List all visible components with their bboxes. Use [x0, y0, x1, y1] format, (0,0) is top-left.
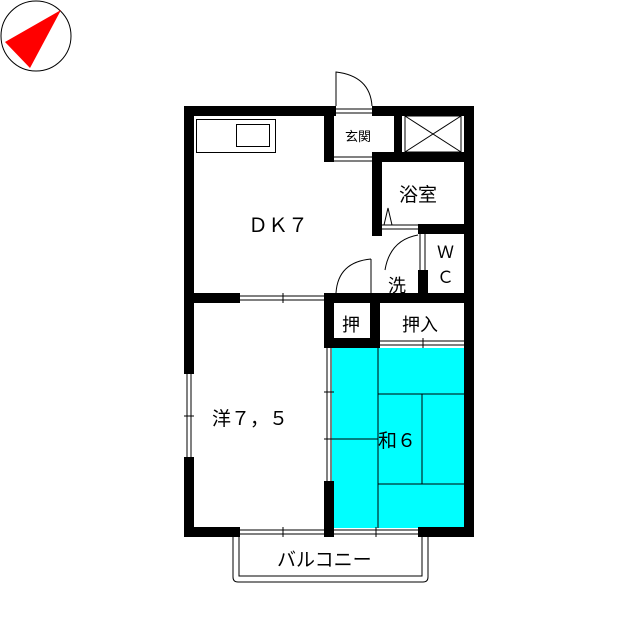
- windows: [184, 108, 464, 537]
- doors: [335, 71, 419, 294]
- tatami-mats: [332, 348, 466, 528]
- room-label-wc-1: Ｗ: [437, 243, 454, 263]
- room-label-japanese: 和６: [378, 430, 416, 452]
- room-label-closet-small: 押: [342, 315, 360, 336]
- compass: [0, 0, 72, 72]
- kitchen-counter: [196, 119, 276, 153]
- room-label-wc-2: Ｃ: [437, 268, 454, 288]
- room-label-closet: 押入: [402, 315, 438, 336]
- room-label-genkan: 玄関: [345, 130, 371, 145]
- room-label-western: 洋７，５: [212, 408, 288, 430]
- walls: [184, 106, 474, 537]
- storage-box: [404, 115, 462, 153]
- balcony: [232, 537, 429, 583]
- room-label-balcony: バルコニー: [277, 549, 372, 571]
- room-label-wash: 洗: [388, 276, 406, 297]
- room-label-dk: ＤＫ７: [248, 213, 308, 237]
- north-arrow-icon: [5, 10, 61, 68]
- tatami-area: [332, 348, 466, 528]
- room-label-bath: 浴室: [399, 184, 437, 206]
